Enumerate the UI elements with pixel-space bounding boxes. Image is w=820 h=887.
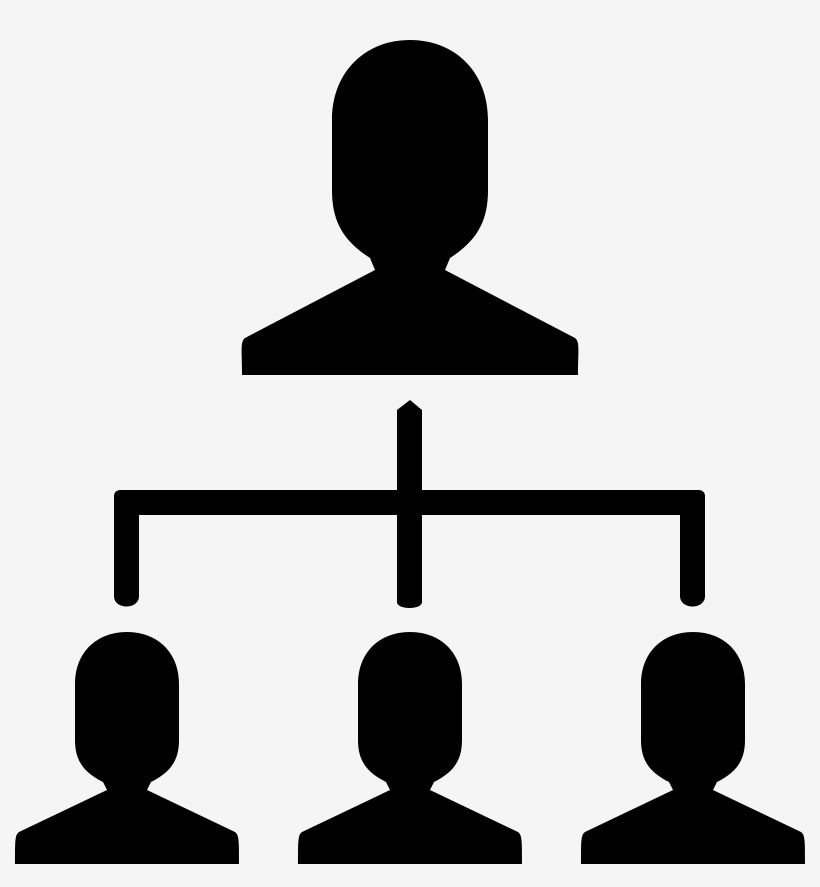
connector-bar [114,490,705,515]
top-person-icon [241,40,579,375]
bottom-left-person-icon [15,632,239,864]
bottom-center-person-icon [298,632,522,864]
connector-right-drop [680,500,705,607]
bottom-right-person-icon [581,632,805,864]
connector-left-drop [114,500,139,607]
connector-lines [114,400,705,608]
